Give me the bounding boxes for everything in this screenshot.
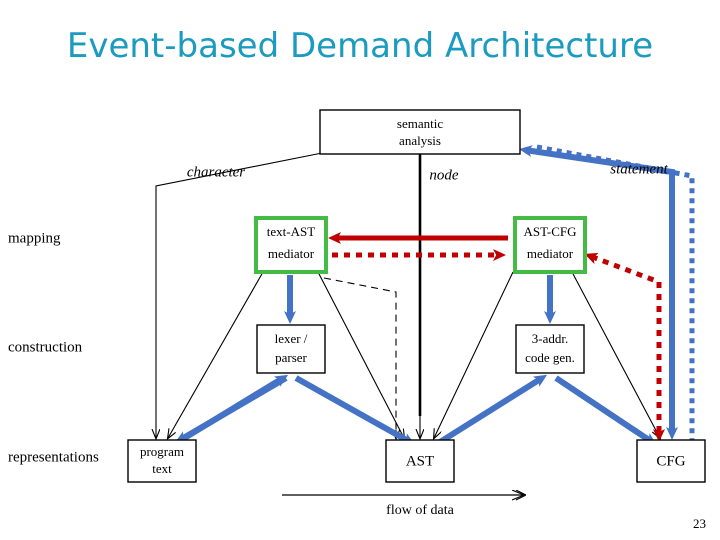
box-ast[interactable]: AST — [385, 439, 455, 483]
page-title: Event-based Demand Architecture — [66, 26, 654, 66]
box-lexer-parser-line1: lexer / — [275, 331, 308, 346]
edge-textast-to-program-text — [168, 271, 264, 438]
box-semantic-analysis-line1: semantic — [397, 116, 443, 131]
edge-programtext-to-lexer — [174, 374, 289, 445]
box-text-ast-mediator[interactable]: text-AST mediator — [254, 216, 328, 274]
edge-label-character: character — [187, 164, 245, 180]
box-program-text[interactable]: program text — [127, 439, 197, 483]
row-label-mapping: mapping — [8, 230, 61, 246]
edge-semantic-statement-to-cfg — [519, 145, 678, 440]
row-label-representations: representations — [8, 449, 99, 465]
edge-label-statement: statement — [610, 161, 668, 177]
page-number: 23 — [693, 516, 706, 531]
edge-semantic-to-program-text — [156, 152, 323, 438]
box-code-gen-line2: code gen. — [525, 350, 575, 365]
flow-of-data-axis: flow of data — [282, 495, 524, 518]
edge-codegen-to-cfg — [554, 375, 657, 446]
box-semantic-analysis-line2: analysis — [399, 133, 441, 148]
edge-cfg-to-astcfg-dotted — [584, 252, 665, 442]
box-lexer-parser[interactable]: lexer / parser — [256, 324, 326, 374]
edge-ast-to-codegen — [438, 374, 548, 445]
box-semantic-analysis[interactable]: semantic analysis — [319, 109, 521, 155]
box-code-gen-line1: 3-addr. — [532, 331, 568, 346]
box-ast-cfg-mediator[interactable]: AST-CFG mediator — [513, 216, 587, 274]
edge-lexer-to-ast — [294, 375, 416, 445]
box-lexer-parser-line2: parser — [275, 350, 307, 365]
box-code-gen[interactable]: 3-addr. code gen. — [515, 324, 585, 374]
box-cfg-line1: CFG — [656, 453, 685, 469]
edge-statement-dotted — [536, 144, 695, 440]
row-label-construction: construction — [8, 339, 83, 355]
box-ast-cfg-mediator-line2: mediator — [527, 246, 574, 261]
box-program-text-line1: program — [140, 444, 184, 459]
edge-label-node: node — [429, 167, 459, 183]
box-cfg[interactable]: CFG — [636, 439, 706, 483]
box-program-text-line2: text — [152, 461, 172, 476]
box-ast-line1: AST — [406, 453, 434, 469]
box-text-ast-mediator-line2: mediator — [268, 246, 315, 261]
edge-astcfg-to-ast — [434, 271, 514, 438]
flow-of-data-label: flow of data — [386, 503, 454, 518]
edge-textast-to-ast — [317, 271, 404, 438]
edge-astcfg-to-cfg — [571, 271, 660, 438]
box-ast-cfg-mediator-line1: AST-CFG — [524, 224, 577, 239]
box-text-ast-mediator-line1: text-AST — [267, 224, 315, 239]
